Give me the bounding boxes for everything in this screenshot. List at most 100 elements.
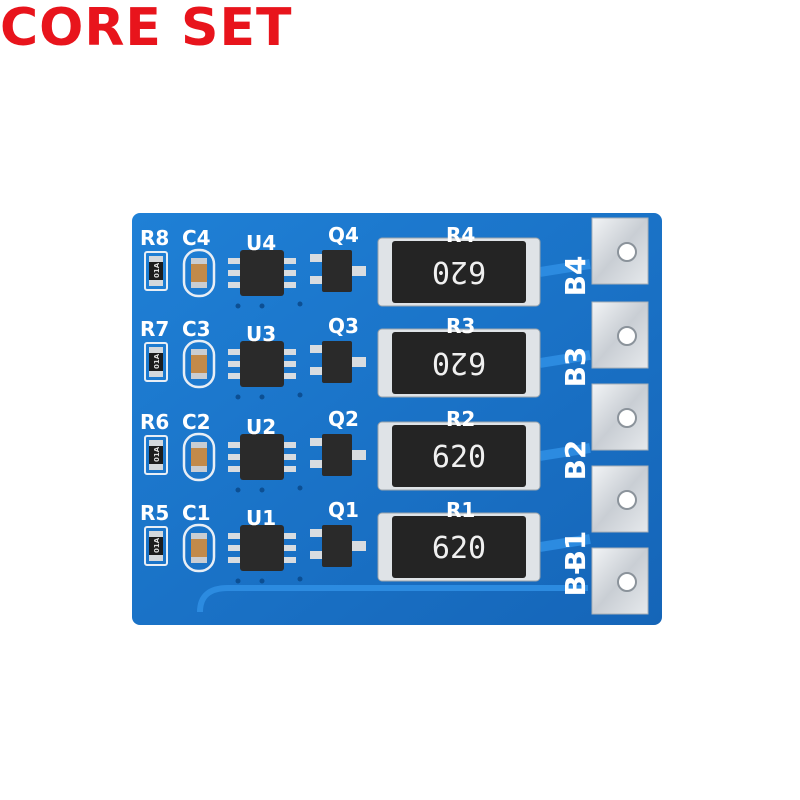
pad-hole — [617, 572, 637, 592]
ic-pin — [228, 533, 242, 539]
capacitor-cap-top — [191, 258, 207, 264]
capacitor-outline — [182, 339, 216, 389]
ic-pin — [228, 258, 242, 264]
mosfet-pin — [310, 438, 322, 446]
brand-logo-text: CORE SET — [0, 0, 293, 58]
capacitor-cap-bottom — [191, 466, 207, 472]
resistor-cap-top — [149, 256, 163, 262]
negative-pad — [591, 547, 649, 615]
via — [235, 487, 241, 493]
ic-pin — [282, 533, 296, 539]
mosfet-chip — [322, 525, 352, 567]
resistor-outline — [144, 342, 168, 382]
power-resistor-marking: 620 — [432, 345, 486, 380]
resistor-outline — [144, 526, 168, 566]
ic-pin — [228, 270, 242, 276]
ic-pin — [282, 454, 296, 460]
pad-hole — [617, 408, 637, 428]
via — [259, 578, 265, 584]
ic-chip — [240, 250, 284, 296]
power-resistor-body — [392, 516, 526, 578]
via — [297, 485, 303, 491]
mosfet-pin — [310, 345, 322, 353]
smd-capacitor — [191, 349, 207, 379]
mosfet-pin — [310, 276, 322, 284]
via — [235, 303, 241, 309]
mosfet-pin — [310, 551, 322, 559]
via — [297, 392, 303, 398]
pad-label: B4 — [559, 256, 592, 297]
resistor-outline — [144, 251, 168, 291]
smd-resistor — [149, 256, 163, 286]
mosfet-pin — [352, 266, 366, 276]
resistor-label: R5 — [140, 501, 169, 525]
power-resistor-marking: 620 — [432, 440, 486, 475]
ic-label: U4 — [246, 231, 276, 255]
pad-hole — [617, 242, 637, 262]
ic-chip — [240, 525, 284, 571]
pad-hole — [617, 490, 637, 510]
mosfet-pin — [352, 450, 366, 460]
ic-pin — [228, 373, 242, 379]
mosfet-pin — [310, 529, 322, 537]
pad-label-negative: B- — [559, 564, 592, 597]
mosfet-label: Q1 — [328, 498, 359, 522]
ic-pin — [228, 466, 242, 472]
resistor-cap-top — [149, 531, 163, 537]
power-resistor-body — [392, 332, 526, 394]
power-resistor-marking: 620 — [432, 254, 486, 289]
ic-pin — [282, 361, 296, 367]
ic-pin — [282, 373, 296, 379]
capacitor-outline — [182, 523, 216, 573]
capacitor-cap-bottom — [191, 373, 207, 379]
resistor-cap-bottom — [149, 280, 163, 286]
resistor-label: R6 — [140, 410, 169, 434]
mosfet-pin — [352, 357, 366, 367]
mosfet-chip — [322, 341, 352, 383]
smd-resistor — [149, 531, 163, 561]
ic-label: U3 — [246, 322, 276, 346]
resistor-label: R7 — [140, 317, 169, 341]
ic-chip — [240, 434, 284, 480]
capacitor-label: C2 — [182, 410, 211, 434]
capacitor-outline — [182, 248, 216, 298]
copper-trace — [539, 443, 591, 461]
power-resistor-label: R4 — [446, 223, 475, 247]
via — [235, 578, 241, 584]
mosfet-pin — [310, 254, 322, 262]
capacitor-outline — [182, 432, 216, 482]
resistor-marking: 01A — [153, 262, 161, 278]
resistor-cap-bottom — [149, 464, 163, 470]
power-resistor-label: R3 — [446, 314, 475, 338]
ic-pin — [282, 466, 296, 472]
ic-pin — [228, 361, 242, 367]
component-row: 01A 620 — [144, 328, 591, 400]
smd-capacitor — [191, 442, 207, 472]
capacitor-cap-top — [191, 349, 207, 355]
via — [259, 303, 265, 309]
via — [297, 576, 303, 582]
power-resistor-body — [392, 241, 526, 303]
ic-pin — [282, 557, 296, 563]
smd-resistor — [149, 440, 163, 470]
pad-plate — [591, 547, 649, 615]
pad-hole — [617, 326, 637, 346]
resistor-marking: 01A — [153, 353, 161, 369]
power-resistor-marking: 620 — [432, 531, 486, 566]
ic-pin — [228, 545, 242, 551]
mosfet-label: Q3 — [328, 314, 359, 338]
capacitor-cap-top — [191, 442, 207, 448]
copper-trace — [539, 350, 591, 368]
ic-pin — [282, 545, 296, 551]
pad-label: B2 — [559, 440, 592, 481]
ic-pin — [282, 442, 296, 448]
mosfet-label: Q2 — [328, 407, 359, 431]
resistor-cap-top — [149, 347, 163, 353]
capacitor-label: C4 — [182, 226, 211, 250]
mosfet-pin — [310, 460, 322, 468]
via — [297, 301, 303, 307]
ic-pin — [228, 442, 242, 448]
